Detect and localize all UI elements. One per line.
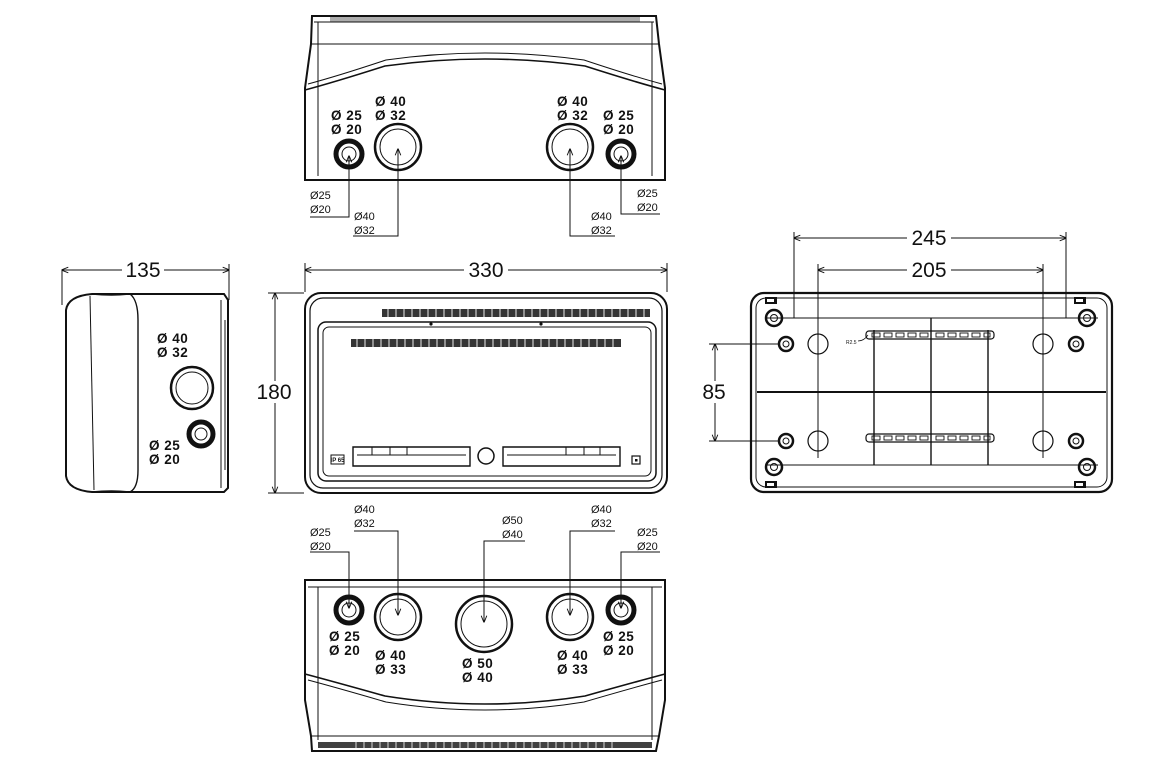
bottom-left-large-label-1: Ø 40 xyxy=(375,648,406,663)
depth-dimension: 135 xyxy=(125,259,160,282)
top-right-small-label-1: Ø 25 xyxy=(603,108,634,123)
bottom-callout-center-2: Ø40 xyxy=(502,529,523,541)
bottom-callout-left-small-2: Ø20 xyxy=(310,541,331,553)
bottom-callout-left-large-1: Ø40 xyxy=(354,504,375,516)
bottom-callout-right-small-2: Ø20 xyxy=(637,541,658,553)
top-callout-right-large-1: Ø40 xyxy=(591,211,612,223)
bottom-view: Ø25 Ø20 Ø40 Ø32 Ø50 Ø40 Ø40 Ø32 Ø25 Ø20 … xyxy=(304,504,666,752)
back-rail-lower xyxy=(865,433,995,443)
bottom-callout-left-small-1: Ø25 xyxy=(310,527,331,539)
side-view: 135 Ø 40 Ø 32 Ø 25 Ø 20 xyxy=(62,258,229,493)
outer-spacing-dimension: 245 xyxy=(911,227,946,250)
top-left-large-label-1: Ø 40 xyxy=(375,94,406,109)
ip-rating-label: IP 65 xyxy=(331,458,346,464)
bottom-callout-right-small-1: Ø25 xyxy=(637,527,658,539)
top-callout-left-small-1: Ø25 xyxy=(310,190,331,202)
height-dimension: 180 xyxy=(256,381,291,404)
radius-label: R2.5 xyxy=(846,340,857,346)
vent-slots-lower xyxy=(351,339,621,347)
width-dimension: 330 xyxy=(468,259,503,282)
bottom-callout-right-large-1: Ø40 xyxy=(591,504,612,516)
top-callout-left-large-2: Ø32 xyxy=(354,225,375,237)
vertical-spacing-dimension: 85 xyxy=(702,381,725,404)
side-large-label-1: Ø 40 xyxy=(157,331,188,346)
side-small-label-2: Ø 20 xyxy=(149,452,180,467)
top-right-small-label-2: Ø 20 xyxy=(603,122,634,137)
bottom-center-label-1: Ø 50 xyxy=(462,656,493,671)
bottom-right-small-label-2: Ø 20 xyxy=(603,643,634,658)
vent-slots-upper xyxy=(382,309,650,317)
top-left-small-label-1: Ø 25 xyxy=(331,108,362,123)
inner-spacing-dimension: 205 xyxy=(911,259,946,282)
back-view: R2.5 245 205 85 xyxy=(698,226,1114,494)
bottom-right-large-label-2: Ø 33 xyxy=(557,662,588,677)
back-rail-upper xyxy=(865,330,995,340)
top-callout-left-large-1: Ø40 xyxy=(354,211,375,223)
side-large-label-2: Ø 32 xyxy=(157,345,188,360)
top-left-small-label-2: Ø 20 xyxy=(331,122,362,137)
top-callout-right-large-2: Ø32 xyxy=(591,225,612,237)
top-callout-left-small-2: Ø20 xyxy=(310,204,331,216)
top-callout-right-small-2: Ø20 xyxy=(637,202,658,214)
bottom-callout-center-1: Ø50 xyxy=(502,515,523,527)
top-view: Ø 25 Ø 20 Ø 40 Ø 32 Ø 40 Ø 32 Ø 25 Ø 20 … xyxy=(304,15,666,237)
bottom-left-large-label-2: Ø 33 xyxy=(375,662,406,677)
bottom-callout-right-large-2: Ø32 xyxy=(591,518,612,530)
side-small-label-1: Ø 25 xyxy=(149,438,180,453)
top-callout-right-small-1: Ø25 xyxy=(637,188,658,200)
top-right-large-label-2: Ø 32 xyxy=(557,108,588,123)
front-view: IP 65 330 180 xyxy=(253,258,668,494)
bottom-right-large-label-1: Ø 40 xyxy=(557,648,588,663)
bottom-center-label-2: Ø 40 xyxy=(462,670,493,685)
top-right-large-label-1: Ø 40 xyxy=(557,94,588,109)
bottom-left-small-label-1: Ø 25 xyxy=(329,629,360,644)
bottom-right-small-label-1: Ø 25 xyxy=(603,629,634,644)
bottom-left-small-label-2: Ø 20 xyxy=(329,643,360,658)
top-left-large-label-2: Ø 32 xyxy=(375,108,406,123)
bottom-callout-left-large-2: Ø32 xyxy=(354,518,375,530)
